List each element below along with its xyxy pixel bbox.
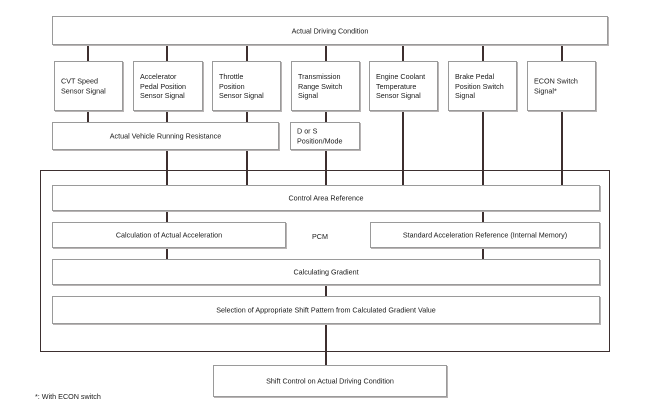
connector-running-resistance-down (166, 150, 168, 186)
connector-standard-to-gradient (482, 248, 484, 259)
connector-transmission-down (325, 111, 327, 122)
box-actual-vehicle-running-resistance: Actual Vehicle Running Resistance (52, 122, 279, 150)
box-label: ECON Switch Signal* (534, 76, 578, 96)
connector-top-to-accelerator (166, 45, 168, 61)
box-label: Engine Coolant Temperature Sensor Signal (376, 71, 426, 100)
box-label: D or S Position/Mode (297, 126, 343, 146)
box-label: Brake Pedal Position Switch Signal (455, 71, 504, 100)
box-transmission-range-switch-signal: Transmission Range Switch Signal (291, 61, 360, 111)
box-standard-acceleration-reference: Standard Acceleration Reference (Interna… (370, 222, 600, 248)
box-label: Standard Acceleration Reference (Interna… (402, 230, 568, 240)
box-shift-control-on-actual-driving-condition: Shift Control on Actual Driving Conditio… (213, 365, 447, 397)
connector-brake-down (482, 111, 484, 186)
box-label: CVT Speed Sensor Signal (61, 76, 106, 96)
connector-top-to-transmission (325, 45, 327, 61)
connector-throttle-to-control-area (246, 150, 248, 186)
box-actual-driving-condition: Actual Driving Condition (52, 16, 608, 45)
connector-calculation-to-gradient (166, 248, 168, 259)
connector-top-to-cvt (87, 45, 89, 61)
connector-control-to-standard (482, 211, 484, 222)
connector-top-to-econ (561, 45, 563, 61)
box-label: Calculation of Actual Acceleration (115, 230, 223, 240)
connector-top-to-coolant (402, 45, 404, 61)
box-econ-switch-signal: ECON Switch Signal* (527, 61, 596, 111)
box-selection-of-shift-pattern: Selection of Appropriate Shift Pattern f… (52, 296, 600, 324)
box-engine-coolant-temperature-sensor-signal: Engine Coolant Temperature Sensor Signal (369, 61, 438, 111)
box-label: Calculating Gradient (293, 267, 359, 277)
pcm-label: PCM (312, 232, 328, 241)
box-label: Actual Driving Condition (291, 25, 369, 35)
box-brake-pedal-position-switch-signal: Brake Pedal Position Switch Signal (448, 61, 517, 111)
box-label: Shift Control on Actual Driving Conditio… (266, 376, 394, 386)
box-calculating-gradient: Calculating Gradient (52, 259, 600, 285)
box-label: Selection of Appropriate Shift Pattern f… (216, 305, 436, 315)
box-control-area-reference: Control Area Reference (52, 185, 600, 211)
box-label: Actual Vehicle Running Resistance (109, 131, 222, 141)
box-cvt-speed-sensor-signal: CVT Speed Sensor Signal (54, 61, 123, 111)
box-label: Transmission Range Switch Signal (298, 71, 343, 100)
connector-top-to-brake (482, 45, 484, 61)
connector-gradient-to-selection (325, 285, 327, 296)
connector-top-to-throttle (246, 45, 248, 61)
box-accelerator-pedal-position-sensor-signal: Accelerator Pedal Position Sensor Signal (133, 61, 203, 111)
connector-control-to-calculation (166, 211, 168, 222)
connector-d-or-s-down (325, 150, 327, 186)
connector-selection-to-output (325, 324, 327, 365)
box-label: Control Area Reference (288, 193, 364, 203)
connector-accelerator-down (166, 111, 168, 122)
connector-coolant-down (402, 111, 404, 186)
connector-throttle-down (246, 111, 248, 122)
box-label: Accelerator Pedal Position Sensor Signal (140, 71, 186, 100)
box-throttle-position-sensor-signal: Throttle Position Sensor Signal (212, 61, 281, 111)
box-calculation-of-actual-acceleration: Calculation of Actual Acceleration (52, 222, 286, 248)
connector-econ-down (561, 111, 563, 186)
box-label: Throttle Position Sensor Signal (219, 71, 264, 100)
box-d-or-s-position-mode: D or S Position/Mode (290, 122, 360, 150)
connector-cvt-down (87, 111, 89, 122)
footnote-econ-switch: *: With ECON switch (35, 392, 101, 401)
